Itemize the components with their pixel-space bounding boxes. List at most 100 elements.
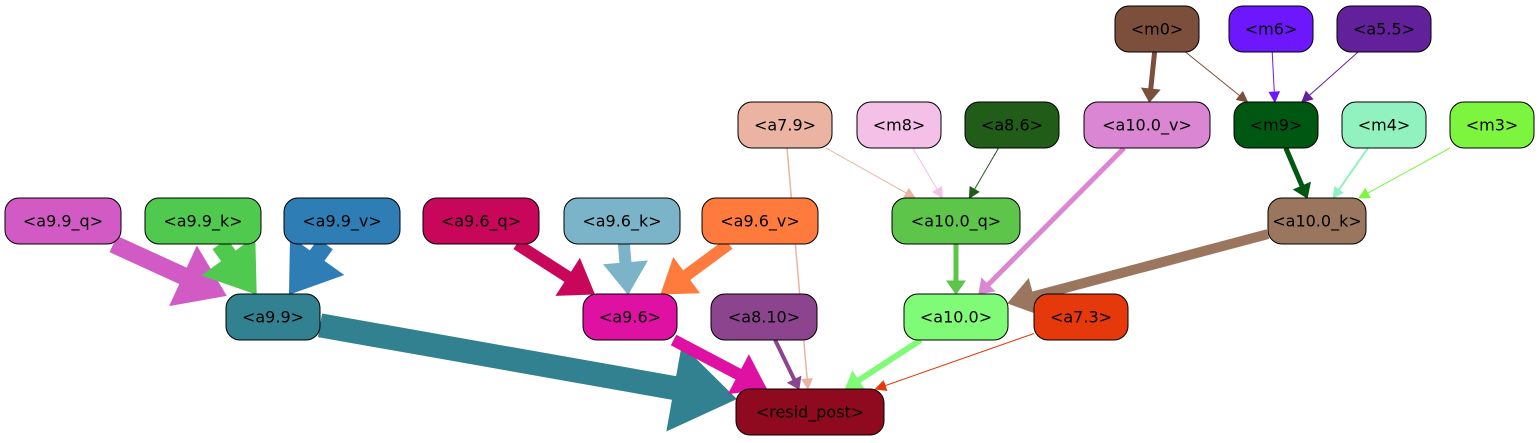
edge-line [1148,51,1158,90]
node-box [1114,5,1200,53]
edge-line [617,243,632,264]
edge-arrowhead [1292,181,1311,199]
edge-arrowhead [288,236,345,295]
node-label: <resid_post> [756,403,864,423]
node-box [701,197,819,245]
node-m4: <m4> [1341,101,1427,149]
edge-arrowhead [978,277,996,295]
node-label: <m9> [1250,116,1303,135]
edge-arrowhead [555,257,596,296]
edge-line [986,146,1126,287]
edge-a9_9-to-resid_post [317,313,737,432]
edge-a5_5-to-m9 [1301,51,1359,103]
edge-arrowhead [968,185,980,199]
node-box [144,197,262,245]
node-a9-6-k: <a9.6_k> [563,197,681,245]
node-label: <a10.0> [920,308,992,327]
edge-arrowhead [1357,187,1371,199]
edge-line [212,238,236,262]
node-a9-6-q: <a9.6_q> [422,197,540,245]
edge-arrowhead [931,185,943,199]
edge-arrowhead [874,380,888,391]
node-label: <a9.6_q> [441,212,521,232]
node-a9-9-v: <a9.9_v> [283,197,401,245]
node-a9-6: <a9.6> [582,293,678,341]
edge-m3-to-a10_0_k [1357,147,1451,199]
node-label: <a9.9_q> [23,212,103,232]
edge-m8-to-a10_0_q [912,147,943,199]
edge-a10_0_q-to-a10_0 [946,244,966,295]
edge-m9-to-a10_0_k [1283,147,1311,199]
node-m3: <m3> [1449,101,1535,149]
node-a9-9: <a9.9> [225,293,321,341]
edge-line [1337,147,1369,191]
edge-line [1185,51,1241,97]
node-label: <a5.5> [1353,20,1415,39]
node-label: <a7.9> [754,116,816,135]
edge-a7_9-to-resid_post [786,147,813,391]
node-a8-10: <a8.10> [710,293,818,341]
edge-a8_10-to-resid_post [773,339,802,390]
node-m9: <m9> [1233,101,1319,149]
node-m0: <m0> [1114,5,1200,53]
edge-a9_6_k-to-a9_6 [603,243,648,295]
edge-a7_9-to-a10_0_q [825,147,916,199]
node-label: <a8.10> [728,308,800,327]
nodes-layer: <m0> <m6> <a5.5> <a7.9> <m8> <a8.6> <a10.0_v> <… [4,5,1535,436]
node-a5-5: <a5.5> [1336,5,1432,53]
node-box [856,101,942,149]
edge-line [786,147,808,380]
edge-line [1031,229,1270,302]
edge-arrowhead [903,187,916,199]
edge-m6-to-m9 [1268,51,1281,104]
edge-m4-to-a10_0_k [1332,147,1369,199]
edge-line [884,333,1035,387]
node-box [1449,101,1535,149]
edge-arrowhead [1268,91,1281,104]
node-label: <m3> [1466,116,1519,135]
edge-arrowhead [603,260,648,295]
edge-line [1283,147,1305,188]
node-a10-0: <a10.0> [903,293,1009,341]
node-a9-9-q: <a9.9_q> [4,197,122,245]
edge-arrowhead [1140,87,1161,103]
edge-a9_6_q-to-a9_6 [513,238,596,296]
edge-line [912,147,938,190]
node-box [1336,5,1432,53]
node-a10-0-k: <a10.0_k> [1267,197,1367,245]
node-box [737,101,833,149]
edge-line [773,339,797,381]
edge-line [109,235,188,285]
node-a10-0-v: <a10.0_v> [1083,101,1211,149]
node-box [1033,293,1129,341]
node-m6: <m6> [1228,5,1314,53]
node-box [964,101,1060,149]
edge-line [1271,51,1275,93]
edge-a9_6_v-to-a9_6 [660,239,733,295]
node-a8-6: <a8.6> [964,101,1060,149]
node-label: <a10.0_v> [1102,116,1192,136]
node-box [582,293,678,341]
edge-line [856,337,923,384]
edge-a7_3-to-resid_post [874,333,1035,391]
node-box [225,293,321,341]
edge-a9_9_v-to-a9_9 [288,236,345,295]
node-box [1233,101,1319,149]
edge-line [974,147,1000,190]
edge-m0-to-m9 [1185,51,1249,103]
node-a7-3: <a7.3> [1033,293,1129,341]
node-box [735,388,885,436]
edge-arrowhead [1007,278,1039,315]
edge-arrowhead [666,344,737,432]
node-m8: <m8> [856,101,942,149]
edge-line [317,313,677,400]
edge-a8_6-to-a10_0_q [968,147,1000,199]
edge-arrowhead [946,280,966,295]
node-a7-9: <a7.9> [737,101,833,149]
node-label: <a9.9_k> [163,212,242,232]
edge-arrowhead [660,257,701,295]
edge-line [1309,51,1359,96]
edge-arrowhead [1332,186,1344,199]
node-a9-9-k: <a9.9_k> [144,197,262,245]
